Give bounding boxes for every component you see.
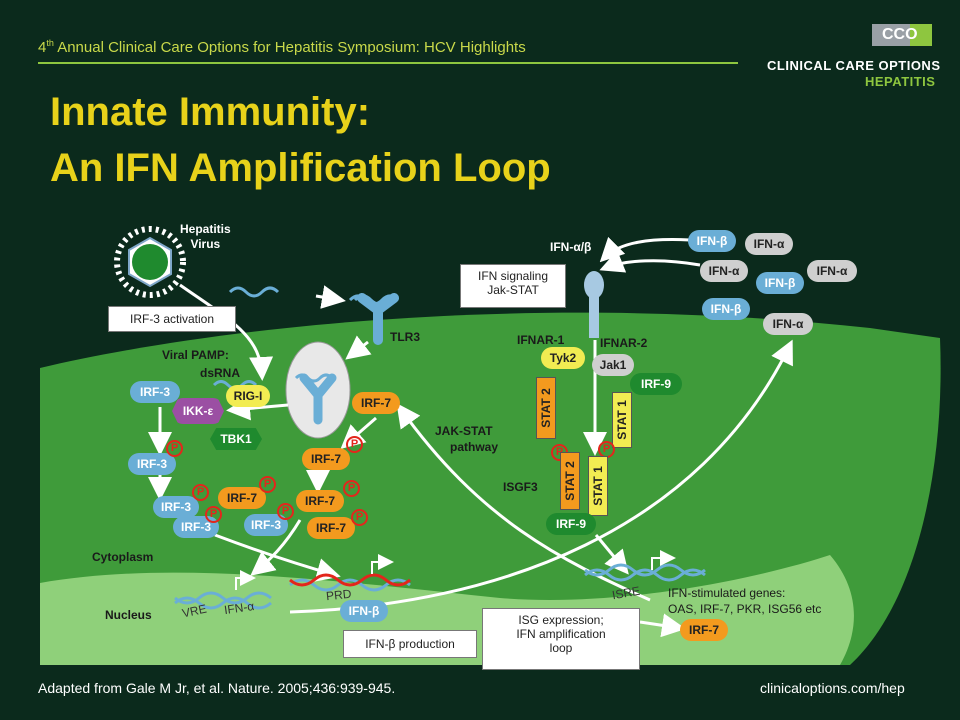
arrow-ifna-to-ifnar xyxy=(599,250,701,273)
tbk1-pill: TBK1 xyxy=(210,428,262,450)
ifn-beta-product: IFN-β xyxy=(340,600,388,622)
ifn-alpha-ligand: IFN-α xyxy=(807,260,857,282)
arrow-isg-expression-to-irf7 xyxy=(639,613,686,638)
irf3-dimer-pill-b: IRF-3 xyxy=(173,516,219,538)
symposium-header: 4th Annual Clinical Care Options for Hep… xyxy=(38,38,526,56)
page-title-line1: Innate Immunity: xyxy=(50,90,371,134)
page-title-line2: An IFN Amplification Loop xyxy=(50,146,551,190)
label-viral-pamp: Viral PAMP: xyxy=(162,348,229,362)
endosomal-rna-icon xyxy=(294,373,334,383)
prd-dna-icon xyxy=(289,554,411,592)
ifnar-receptor-icon xyxy=(584,271,604,338)
arrow-tlr3-to-endosome xyxy=(345,335,372,360)
label-cytoplasm: Cytoplasm xyxy=(92,550,154,564)
irf9-isgf3-pill: IRF-9 xyxy=(546,513,596,535)
header-divider xyxy=(38,62,738,64)
arrow-virus-to-ripathway xyxy=(179,283,274,381)
box-ifnb-production: IFN-β production xyxy=(343,630,477,658)
phospho-icon: P xyxy=(259,476,276,493)
irf7-product: IRF-7 xyxy=(680,619,728,641)
ifn-alpha-ligand: IFN-α xyxy=(700,260,748,282)
irf7-pill: IRF-7 xyxy=(218,487,266,509)
label-ifn-ab: IFN-α/β xyxy=(550,240,592,254)
footer-url[interactable]: clinicaloptions.com/hep xyxy=(760,680,905,696)
arrow-endosome-to-ikk xyxy=(226,396,289,421)
logo-brand: CLINICAL CARE OPTIONS xyxy=(767,58,941,73)
cco-logo-icon xyxy=(872,24,932,46)
isre-dna-icon xyxy=(584,550,706,582)
phospho-icon: P xyxy=(192,484,209,501)
label-isg-list: OAS, IRF-7, PKR, ISG56 etc xyxy=(668,602,822,616)
phospho-icon: P xyxy=(166,440,183,457)
irf3-pill: IRF-3 xyxy=(130,381,180,403)
stat1-isgf3-pill: STAT 1 xyxy=(588,456,608,516)
label-isgf3: ISGF3 xyxy=(503,480,538,494)
irf3-phospho-pill: IRF-3 xyxy=(128,453,176,475)
stat1-pill: STAT 1 xyxy=(612,392,632,448)
phospho-icon: P xyxy=(205,506,222,523)
arrow-irf7-to-vre xyxy=(250,519,302,576)
irf7-top-pill: IRF-7 xyxy=(352,392,400,414)
tlr3-endosomal-receptor-icon xyxy=(299,373,337,425)
ikk-e-pill: IKK-ε xyxy=(172,398,224,424)
citation: Adapted from Gale M Jr, et al. Nature. 2… xyxy=(38,680,396,696)
irf7-dimer-pill-a: IRF-7 xyxy=(296,490,344,512)
tlr3-rna-icon xyxy=(348,294,400,306)
viral-rna-icon xyxy=(228,286,280,298)
irf3-pill-b: IRF-3 xyxy=(244,514,288,536)
phospho-icon: P xyxy=(277,503,294,520)
ifn-beta-ligand: IFN-β xyxy=(702,298,750,320)
virus-icon xyxy=(114,226,186,298)
box-irf3-activation: IRF-3 activation xyxy=(108,306,236,332)
tyk2-pill: Tyk2 xyxy=(541,347,585,369)
vre-dna-icon xyxy=(174,570,272,610)
ifn-beta-ligand: IFN-β xyxy=(688,230,736,252)
arrow-rna-to-tlr3 xyxy=(315,285,346,309)
phospho-icon: P xyxy=(346,436,363,453)
arrow-isg-to-irf7 xyxy=(396,403,651,602)
label-ifnar2: IFNAR-2 xyxy=(600,336,648,350)
arrow-irf3-to-prd xyxy=(214,533,341,582)
phospho-icon: P xyxy=(343,480,360,497)
label-ifnar1: IFNAR-1 xyxy=(517,333,565,347)
arrow-ifnb-to-ifnar xyxy=(599,236,691,263)
logo-division: HEPATITIS xyxy=(865,74,936,89)
ifn-beta-ligand: IFN-β xyxy=(756,272,804,294)
irf3-dimer-pill-a: IRF-3 xyxy=(153,496,199,518)
label-isg-genes: IFN-stimulated genes: xyxy=(668,586,786,600)
logo-letters: CCO xyxy=(882,26,918,43)
irf9-top-pill: IRF-9 xyxy=(630,373,682,395)
phospho-icon: P xyxy=(351,509,368,526)
label-dsrna: dsRNA xyxy=(200,366,241,380)
stat2-pill: STAT 2 xyxy=(536,377,556,439)
stat2-isgf3-pill: STAT 2 xyxy=(560,452,580,510)
label-jak-stat: JAK-STAT xyxy=(435,424,493,438)
irf7-phospho-pill: IRF-7 xyxy=(302,448,350,470)
rig-i-pill: RIG-I xyxy=(226,385,270,407)
label-nucleus: Nucleus xyxy=(105,608,152,622)
ifn-alpha-ligand: IFN-α xyxy=(763,313,813,335)
jak1-pill: Jak1 xyxy=(592,354,634,376)
ifn-alpha-ligand: IFN-α xyxy=(745,233,793,255)
label-tlr3: TLR3 xyxy=(390,330,420,344)
irf7-dimer-pill-b: IRF-7 xyxy=(307,517,355,539)
label-pathway: pathway xyxy=(450,440,499,454)
